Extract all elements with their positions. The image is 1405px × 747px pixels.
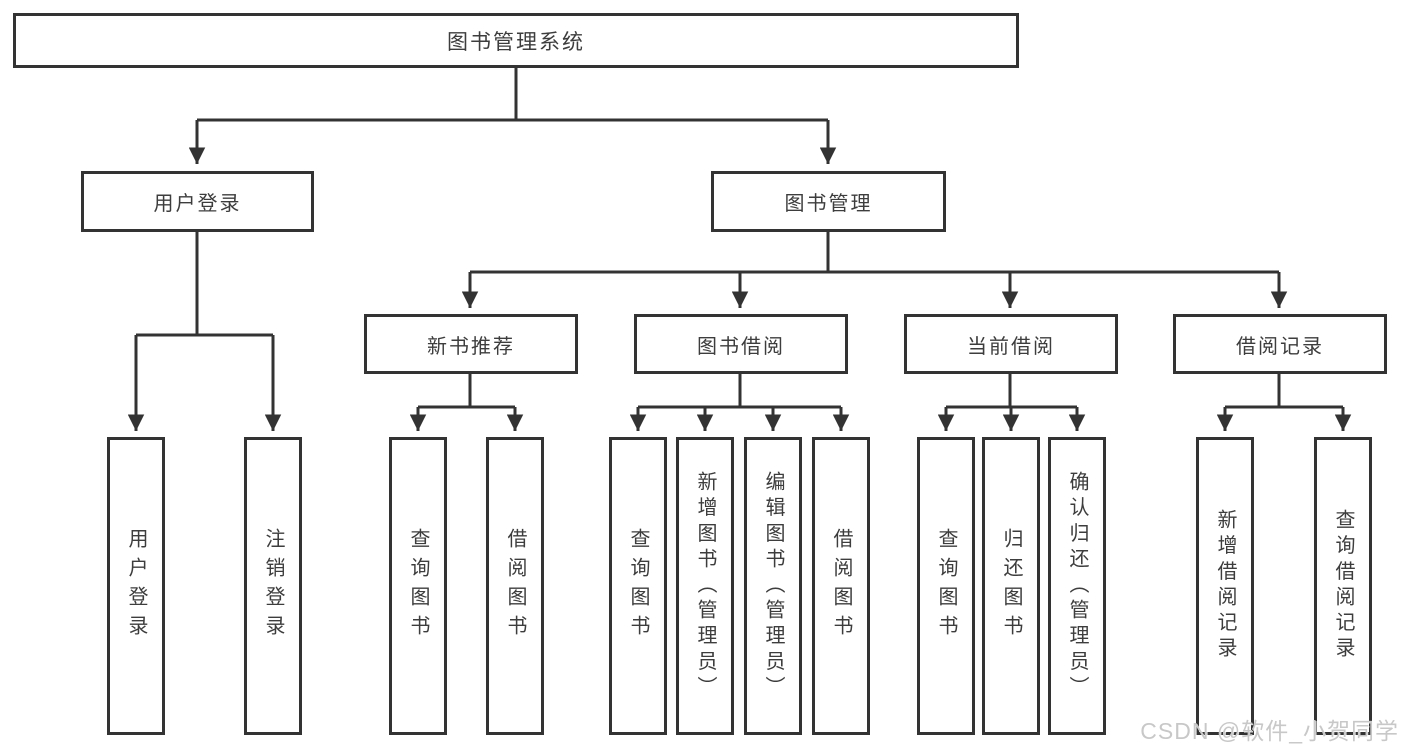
leaf-query-books-recommend: 查询图书 xyxy=(389,437,447,735)
node-user-login: 用户登录 xyxy=(81,171,314,232)
node-book-borrowing: 图书借阅 xyxy=(634,314,848,374)
leaf-edit-book-admin: 编辑图书（管理员） xyxy=(744,437,802,735)
leaf-query-books-current: 查询图书 xyxy=(917,437,975,735)
leaf-confirm-return-admin: 确认归还（管理员） xyxy=(1048,437,1106,735)
leaf-add-book-admin: 新增图书（管理员） xyxy=(676,437,734,735)
node-current-borrowing: 当前借阅 xyxy=(904,314,1118,374)
leaf-borrow-books-recommend: 借阅图书 xyxy=(486,437,544,735)
leaf-logout: 注销登录 xyxy=(244,437,302,735)
csdn-watermark: CSDN @软件_小贺同学 xyxy=(1140,718,1399,744)
leaf-borrow-books: 借阅图书 xyxy=(812,437,870,735)
leaf-query-borrow-record: 查询借阅记录 xyxy=(1314,437,1372,735)
node-root-system: 图书管理系统 xyxy=(13,13,1019,68)
node-book-management: 图书管理 xyxy=(711,171,946,232)
node-new-book-recommend: 新书推荐 xyxy=(364,314,578,374)
leaf-user-login: 用户登录 xyxy=(107,437,165,735)
leaf-return-book: 归还图书 xyxy=(982,437,1040,735)
leaf-query-books-borrowing: 查询图书 xyxy=(609,437,667,735)
leaf-add-borrow-record: 新增借阅记录 xyxy=(1196,437,1254,735)
node-borrowing-records: 借阅记录 xyxy=(1173,314,1387,374)
